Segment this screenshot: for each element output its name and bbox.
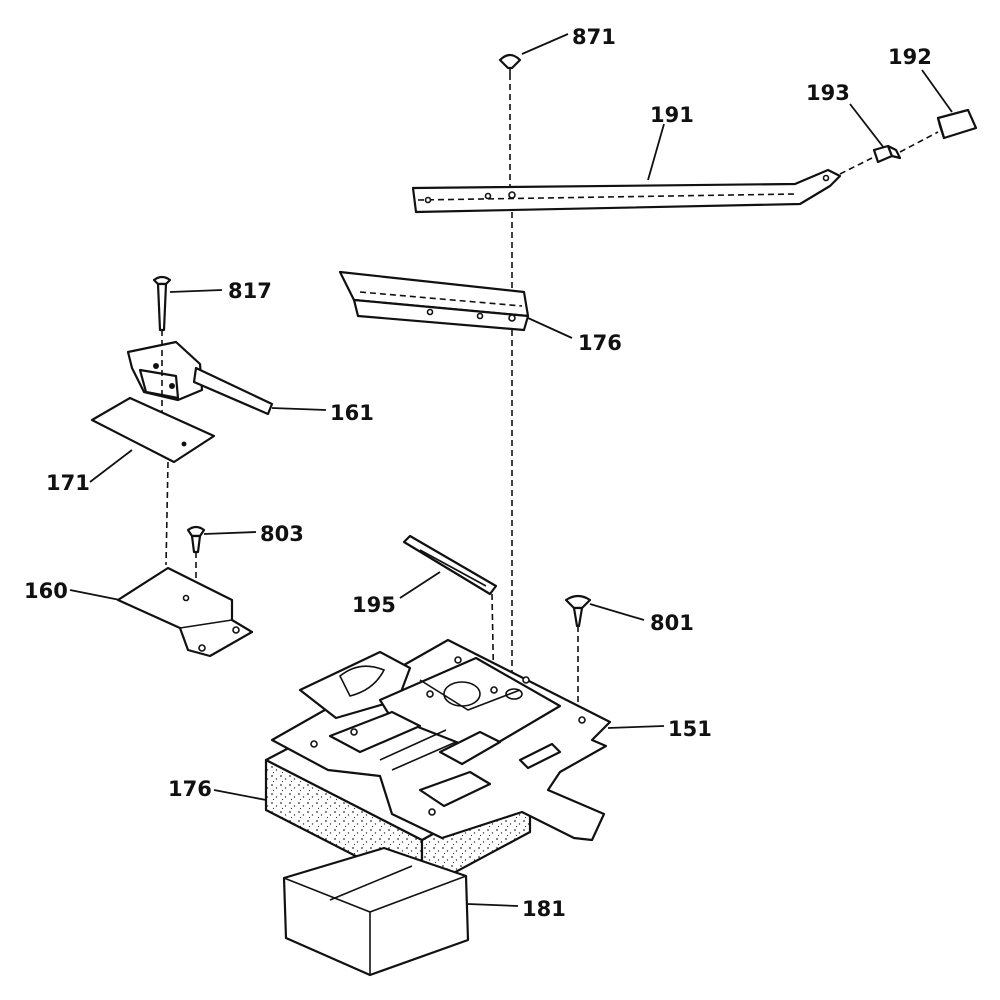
label-176-housing: 176 [168, 777, 212, 801]
label-817: 817 [228, 279, 272, 303]
frame-151 [270, 638, 612, 842]
assembly-line-171-160 [165, 461, 169, 566]
clip-193 [872, 144, 902, 164]
screw-871 [498, 53, 522, 74]
bracket-160 [116, 566, 254, 658]
assembly-line-195 [491, 593, 495, 701]
screw-803 [186, 525, 206, 554]
bracket-176-top [338, 270, 530, 332]
label-161: 161 [330, 401, 374, 425]
label-193: 193 [806, 81, 850, 105]
label-171: 171 [46, 471, 90, 495]
knob-192 [936, 108, 978, 140]
label-192: 192 [888, 45, 932, 69]
label-803: 803 [260, 522, 304, 546]
block-181 [282, 846, 470, 977]
screw-801 [564, 594, 592, 628]
label-195: 195 [352, 593, 396, 617]
screw-817 [152, 275, 172, 332]
label-176-top: 176 [578, 331, 622, 355]
pin-195 [402, 534, 498, 596]
rod-191 [411, 168, 842, 214]
switch-161 [126, 340, 274, 416]
label-151: 151 [668, 717, 712, 741]
assembly-line-193-192 [899, 131, 939, 153]
label-160: 160 [24, 579, 68, 603]
label-801: 801 [650, 611, 694, 635]
label-871: 871 [572, 25, 616, 49]
assembly-line-rod-193 [839, 157, 873, 175]
label-181: 181 [522, 897, 566, 921]
label-191: 191 [650, 103, 694, 127]
leader-lines [69, 33, 953, 907]
insulator-171 [90, 396, 216, 464]
